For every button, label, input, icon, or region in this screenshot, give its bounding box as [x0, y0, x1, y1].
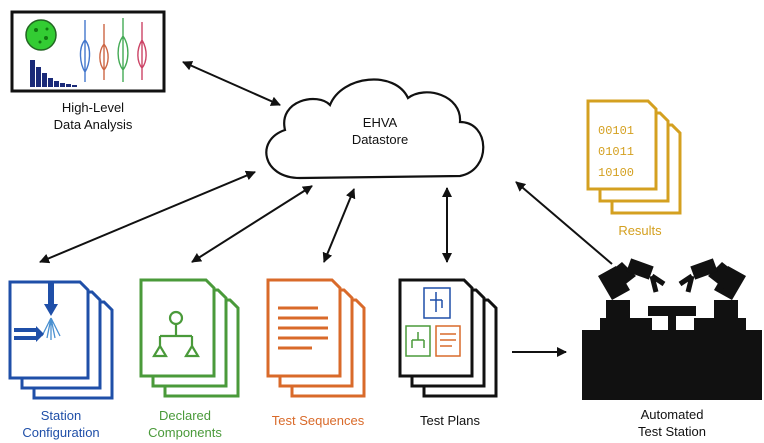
- results-bits-row: 00101: [598, 124, 635, 138]
- results-label: Results: [618, 223, 662, 238]
- results-document-icon: [586, 99, 682, 215]
- arrow-components-datastore: [191, 185, 313, 263]
- declared-components-label: Declared Components: [148, 408, 222, 440]
- connector-arrows: [39, 61, 613, 357]
- arrow-station-datastore: [515, 181, 613, 265]
- test-sequences-label: Test Sequences: [271, 413, 365, 428]
- results-bits-row: 10100: [598, 166, 635, 180]
- station-configuration-label: Station Configuration: [22, 408, 100, 440]
- arrow-sequences-datastore: [322, 188, 356, 263]
- results-bits-row: 01011: [598, 145, 635, 159]
- test-plans-label: Test Plans: [420, 413, 480, 428]
- arrow-station-config-datastore: [39, 170, 256, 264]
- arrow-analysis-datastore: [182, 61, 281, 106]
- plan-contents-icon: [405, 287, 461, 357]
- results-bits: 00101 01011 10100: [598, 121, 658, 184]
- datastore-label: EHVA Datastore: [351, 115, 409, 147]
- sequence-lines-icon: [278, 306, 328, 350]
- declared-components-document-icon: [139, 278, 240, 398]
- nozzle-spray-icon: [14, 282, 61, 342]
- automated-test-station-icon: [582, 258, 762, 400]
- component-tree-icon: [152, 310, 200, 358]
- datastore-cloud-icon: [265, 78, 485, 180]
- data-analysis-label: High-Level Data Analysis: [53, 100, 133, 132]
- data-analysis-chart-icon: [10, 10, 166, 93]
- automated-test-station-label: Automated Test Station: [638, 407, 706, 439]
